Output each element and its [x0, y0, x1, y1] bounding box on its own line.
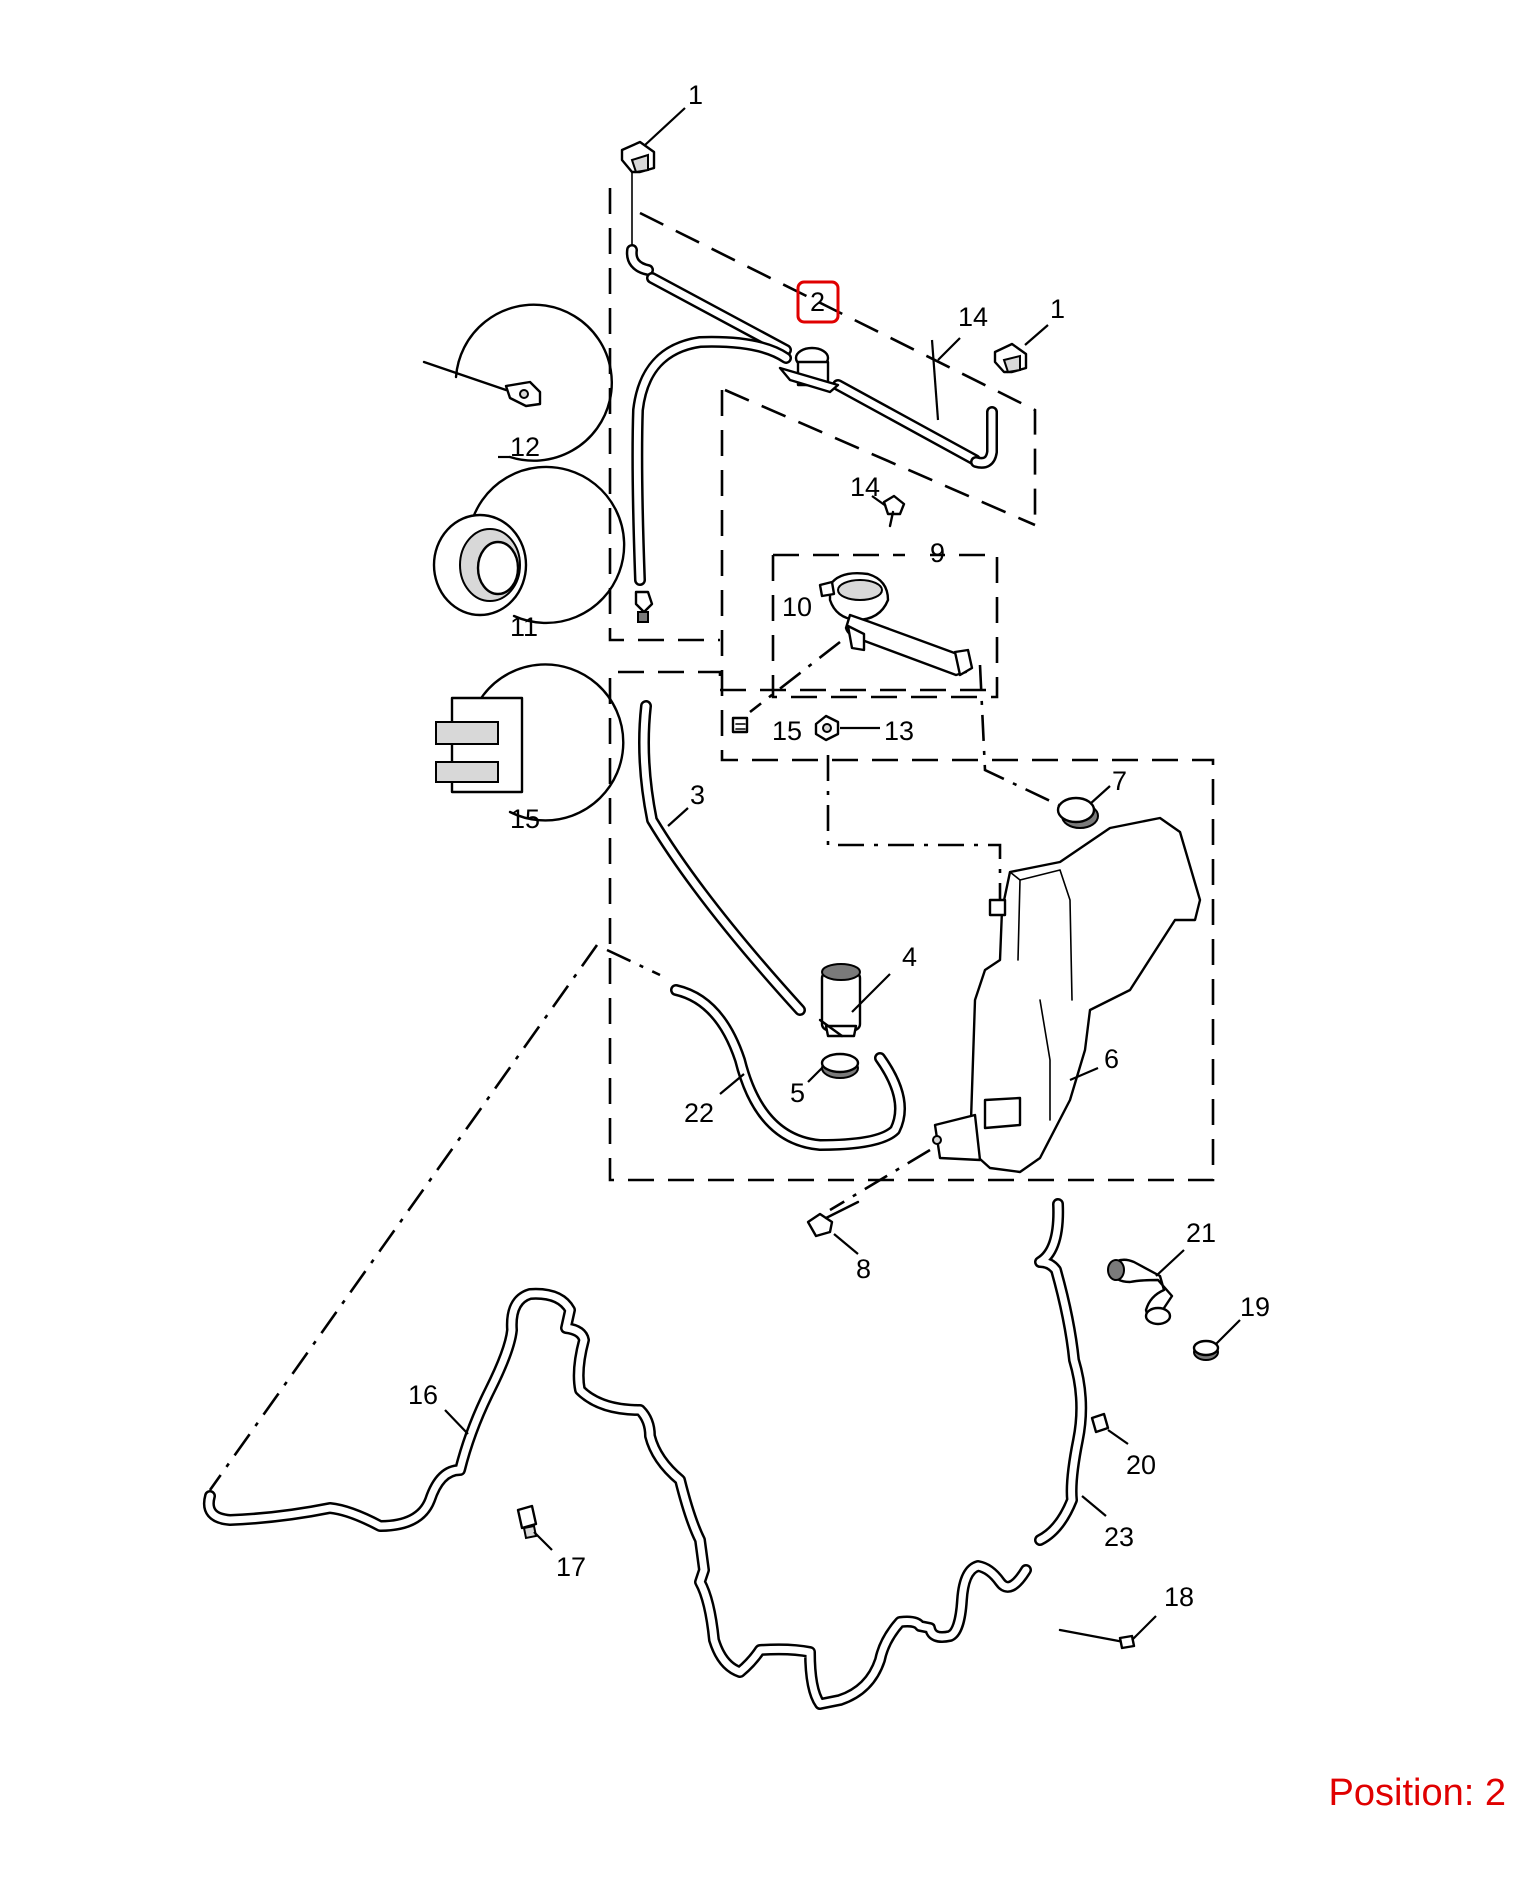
callout-1-right: 1: [1050, 294, 1065, 324]
grommet-7-icon: [1056, 785, 1111, 829]
callout-14-screw: 14: [850, 472, 880, 502]
pump-hose-3: [638, 700, 806, 1016]
hose-23: [1034, 1198, 1107, 1546]
bolt-8-icon: [806, 1200, 860, 1255]
grommet-5-icon: [807, 1052, 860, 1083]
washer-jet-left-icon: [620, 107, 686, 174]
filler-neck-icon: [818, 571, 974, 677]
callout-20: 20: [1126, 1450, 1156, 1480]
screw-14-icon: [871, 494, 906, 528]
washer-pump-4-icon: [818, 963, 891, 1038]
highlight-box-2: [796, 280, 840, 324]
callout-17: 17: [556, 1552, 586, 1582]
callout-1-top: 1: [688, 80, 703, 110]
callout-15-small: 15: [772, 716, 802, 746]
detail-15-clip: [435, 663, 625, 822]
callout-2: 2: [810, 287, 825, 317]
clip-15-icon: [731, 716, 749, 734]
callout-22: 22: [684, 1098, 714, 1128]
callout-8: 8: [856, 1254, 871, 1284]
callout-11: 11: [510, 612, 538, 642]
callout-15-detail: 15: [510, 804, 540, 834]
callout-6: 6: [1104, 1044, 1119, 1074]
callout-5: 5: [790, 1078, 805, 1108]
elbow-21-icon: [1107, 1249, 1185, 1326]
callout-13: 13: [884, 716, 914, 746]
washer-jet-right-icon: [993, 324, 1049, 374]
callout-18: 18: [1164, 1582, 1194, 1612]
washer-reservoir-icon: [932, 816, 1202, 1174]
hose-left-vertical: [631, 335, 792, 623]
callout-21: 21: [1186, 1218, 1216, 1248]
jet-hose-assembly: [625, 244, 998, 469]
clip-17-icon: [516, 1504, 553, 1551]
callout-16: 16: [408, 1380, 438, 1410]
wire-18-icon: [1058, 1615, 1157, 1650]
callout-12: 12: [510, 432, 540, 462]
nut-13-icon: [814, 714, 880, 742]
callout-10: 10: [782, 592, 812, 622]
callout-19: 19: [1240, 1292, 1270, 1322]
grommet-19-icon: [1192, 1319, 1241, 1361]
detail-12-clip-strap: [422, 303, 613, 462]
callout-14-top: 14: [958, 302, 988, 332]
callout-23: 23: [1104, 1522, 1134, 1552]
hose-22: [670, 984, 906, 1151]
assembly-group-outlines: [208, 188, 1215, 1491]
callout-4: 4: [902, 942, 917, 972]
callout-labels: 1 1 2 14 12 14 9 10 11 15 13 15 7 3 4 6 …: [408, 80, 1270, 1612]
callout-3: 3: [690, 780, 705, 810]
position-label: Position: 2: [1328, 1772, 1506, 1814]
detail-11-grommet: [432, 465, 626, 625]
hose-16: [203, 1287, 1032, 1710]
callout-9: 9: [930, 538, 945, 568]
callout-7: 7: [1112, 766, 1127, 796]
clip-20-icon: [1090, 1412, 1129, 1445]
